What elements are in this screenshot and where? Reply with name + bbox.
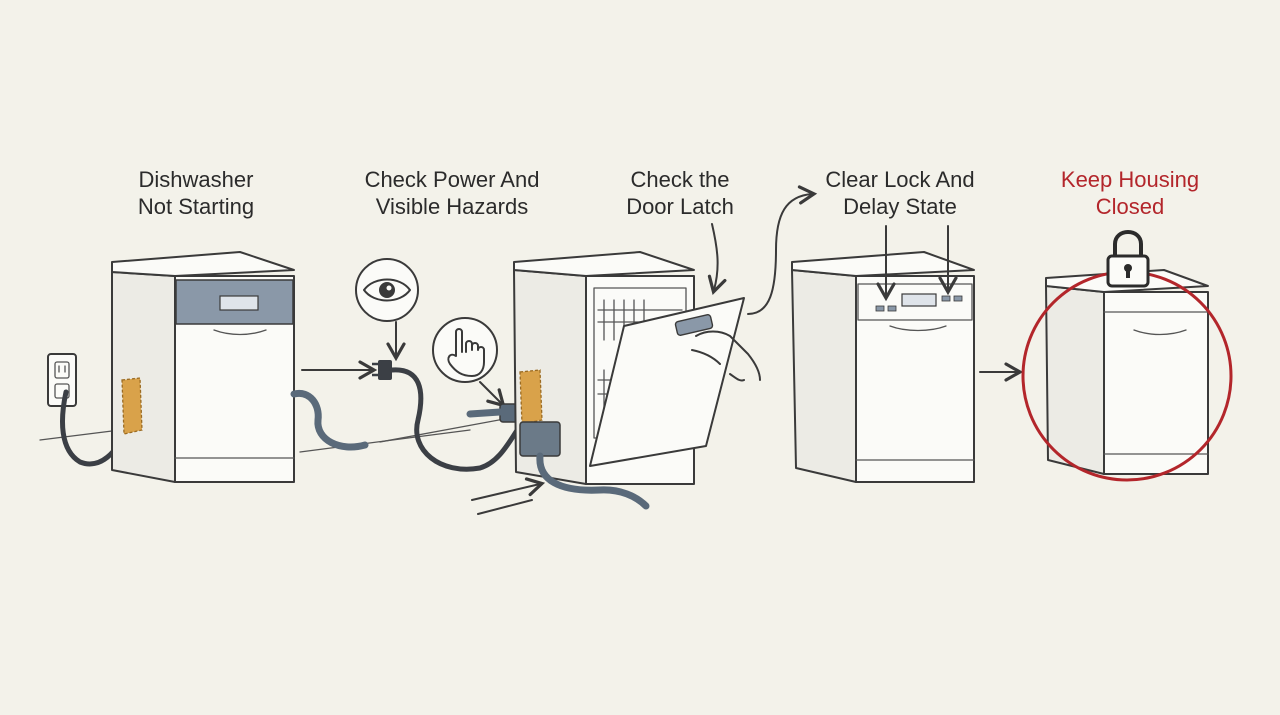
padlock-icon [1106,230,1150,288]
pointing-hand-icon [432,317,498,383]
control-buttons [875,295,963,312]
hand-on-latch-icon [691,330,761,382]
dishwasher-5 [1021,230,1233,482]
wall-outlet-icon [47,353,77,407]
step-3-label: Check the Door Latch [626,167,734,219]
step-5-label: Keep Housing Closed [1060,167,1200,219]
step-2-hazard-check [355,258,546,515]
dishwasher-4 [791,225,975,483]
step-4-label: Clear Lock And Delay State [825,167,975,219]
plug-icon [372,360,392,380]
eye-icon [355,258,419,322]
dishwasher-1 [47,251,369,483]
step-2-label: Check Power And Visible Hazards [364,167,540,219]
dishwasher-3-open [513,185,818,510]
step-1-label: Dishwasher Not Starting [137,167,255,219]
